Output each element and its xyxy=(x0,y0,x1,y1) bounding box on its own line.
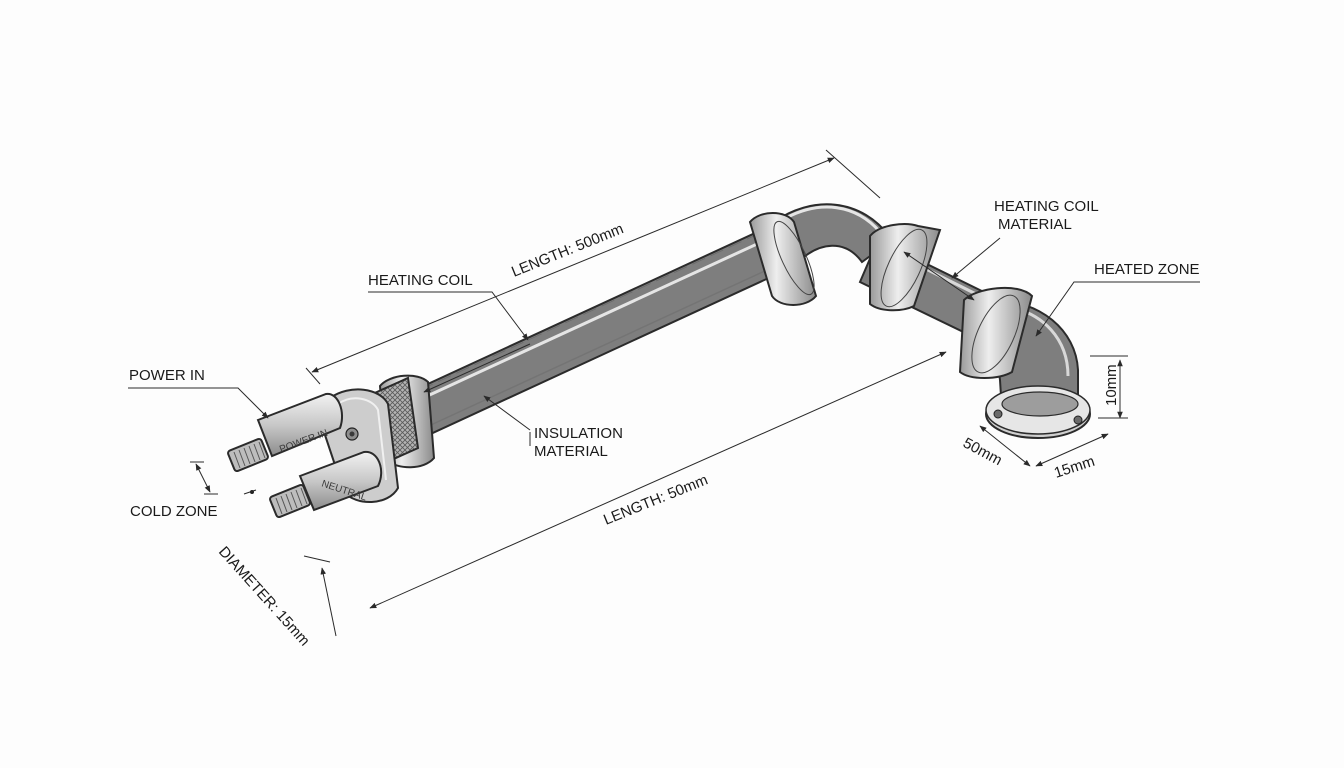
collar-lower-right xyxy=(958,286,1034,379)
neutral-terminal: NEUTRAL xyxy=(269,450,383,519)
coil-inner-arrow xyxy=(423,343,531,393)
power-thread-lines xyxy=(233,441,266,469)
power-terminal: POWER IN xyxy=(227,392,344,473)
insulation-leader xyxy=(483,395,531,431)
flange-15-dimension xyxy=(1035,433,1109,467)
label-heating-coil: HEATING COIL xyxy=(368,272,473,289)
label-heated-zone: HEATED ZONE xyxy=(1094,261,1200,278)
coil-material-arrow xyxy=(903,251,975,301)
length-top-dimension xyxy=(311,157,835,373)
label-insulation-1: INSULATION xyxy=(534,425,623,442)
labels: HEATING COIL HEATING COIL MATERIAL HEATE… xyxy=(129,198,1200,520)
label-cold-zone: COLD ZONE xyxy=(130,503,218,520)
heated-zone-leader xyxy=(1035,281,1200,337)
label-heating-coil-material-2: MATERIAL xyxy=(998,216,1072,233)
cold-zone-dimension xyxy=(195,463,211,493)
dim-diameter: DIAMETER: 15mm xyxy=(215,543,313,649)
dim-length-bottom: LENGTH: 50mm xyxy=(601,471,710,528)
heating-coil-material-leader xyxy=(951,237,1001,279)
neutral-thread-lines xyxy=(275,487,308,515)
dim-flange-50: 50mm xyxy=(960,435,1005,470)
length-top-ext-right xyxy=(825,149,881,199)
length-top-ext-left xyxy=(305,367,321,385)
label-power-in: POWER IN xyxy=(129,367,205,384)
diameter-ext xyxy=(303,555,331,563)
length-bottom-dimension xyxy=(369,351,947,609)
diameter-dimension xyxy=(320,567,337,637)
flange-50-dimension xyxy=(979,425,1031,467)
label-insulation-2: MATERIAL xyxy=(534,443,608,460)
dimension-lines xyxy=(190,149,1128,637)
dim-flange-15: 15mm xyxy=(1052,453,1097,482)
dim-height-10: 10mm xyxy=(1103,364,1120,406)
main-tube xyxy=(402,226,788,439)
label-heating-coil-material-1: HEATING COIL xyxy=(994,198,1099,215)
power-in-leader xyxy=(128,387,269,419)
cold-zone-tick xyxy=(243,489,257,495)
mounting-flange xyxy=(985,385,1091,439)
